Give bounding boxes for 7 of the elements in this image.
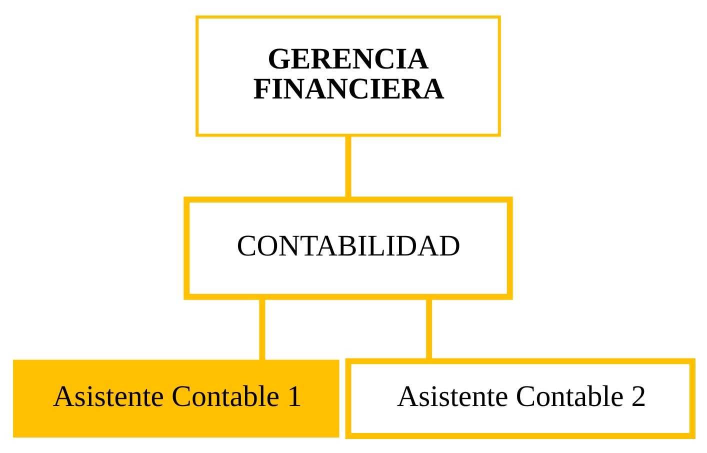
node-box: GERENCIA FINANCIERA bbox=[196, 15, 501, 137]
node-box: Asistente Contable 1 bbox=[13, 360, 340, 438]
connector bbox=[259, 297, 266, 361]
connector bbox=[426, 297, 432, 361]
connector bbox=[345, 135, 352, 200]
node-box: CONTABILIDAD bbox=[184, 196, 513, 300]
node-box: Asistente Contable 2 bbox=[345, 358, 696, 439]
